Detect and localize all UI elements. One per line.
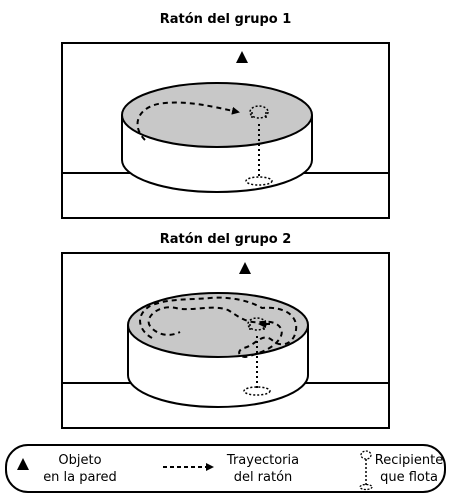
panel-2-pool-surface (127, 292, 309, 358)
legend-wall-object-label: Objeto en la pared (43, 453, 117, 485)
panel-1-trajectory (136, 101, 240, 141)
legend-trajectory-label: Trayectoria del ratón (226, 453, 300, 485)
panel-2 (61, 252, 390, 429)
legend-frame (5, 444, 446, 493)
panel-2-title: Ratón del grupo 2 (159, 232, 292, 247)
legend-container-label: Recipiente que flota (374, 453, 444, 485)
legend (5, 444, 446, 493)
legend-wall-object-icon (17, 458, 29, 470)
panel-2-wall-object-icon (239, 262, 251, 274)
legend-container-icon (359, 450, 373, 491)
panel-1 (61, 42, 390, 219)
panel-2-container-top (247, 317, 267, 331)
panel-1-title: Ratón del grupo 1 (159, 12, 292, 27)
panel-1-container-top (249, 105, 269, 119)
panel-2-container-base (243, 386, 271, 396)
panel-1-wall-object-icon (236, 51, 248, 63)
panel-1-pool-surface (121, 82, 313, 148)
panel-1-container-base (245, 176, 273, 186)
